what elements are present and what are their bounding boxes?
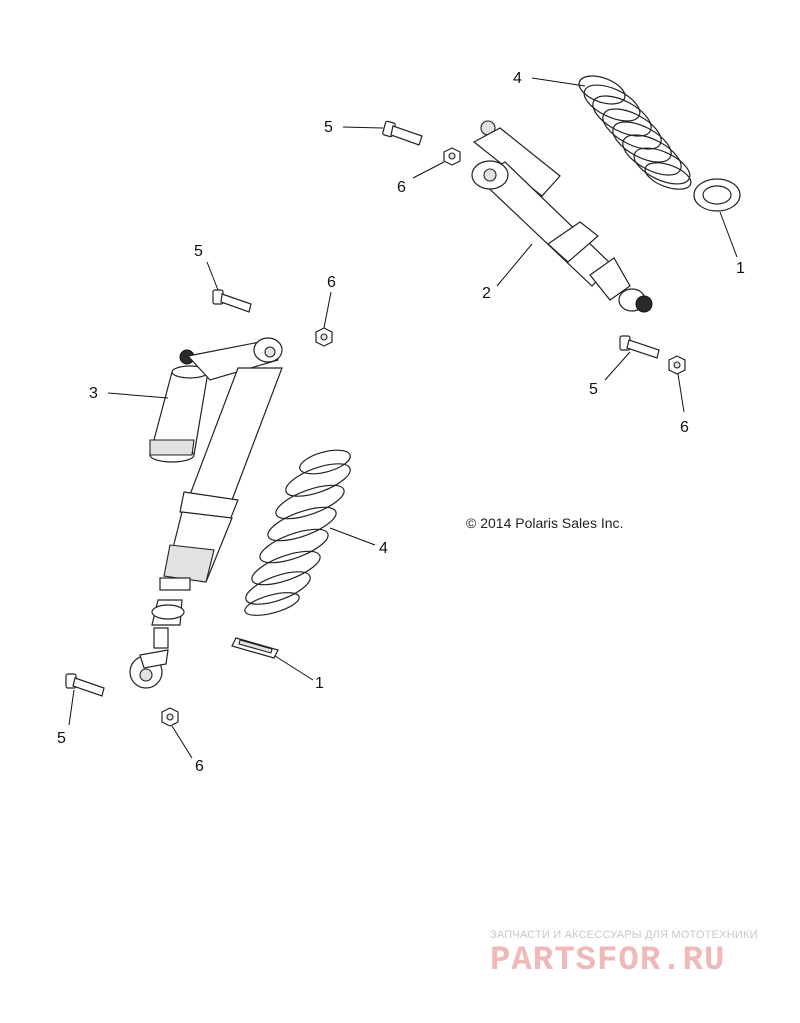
top-retainer-ring bbox=[693, 178, 741, 212]
left-spring bbox=[244, 449, 351, 616]
top-shock-absorber bbox=[471, 120, 653, 313]
callout-left-shock: 3 bbox=[89, 385, 98, 402]
callout-left-spring: 4 bbox=[379, 540, 388, 557]
callout-numbers: 4 5 6 1 2 5 6 5 6 3 4 1 5 6 bbox=[57, 70, 745, 775]
copyright-notice: © 2014 Polaris Sales Inc. bbox=[466, 515, 624, 531]
middle-bolt bbox=[212, 289, 252, 313]
callout-bottom-bolt: 5 bbox=[57, 730, 66, 747]
left-shock-absorber bbox=[129, 337, 283, 689]
bottom-bolt bbox=[65, 673, 105, 697]
leader-lines bbox=[68, 77, 738, 759]
top-spring bbox=[578, 75, 692, 190]
callout-left-retainer: 1 bbox=[315, 675, 324, 692]
left-retainer-clip bbox=[231, 637, 279, 659]
watermark-logo: PARTSFOR.RU bbox=[490, 942, 726, 980]
top-bolt bbox=[382, 120, 423, 146]
top-nut bbox=[443, 147, 461, 166]
callout-bottom-nut: 6 bbox=[195, 758, 204, 775]
callout-right-bolt: 5 bbox=[589, 381, 598, 398]
watermark-tagline: ЗАПЧАСТИ И АКСЕССУАРЫ ДЛЯ МОТОТЕХНИКИ bbox=[490, 929, 758, 941]
right-nut bbox=[668, 355, 686, 375]
callout-top-shock: 2 bbox=[482, 285, 491, 302]
callout-mid-bolt: 5 bbox=[194, 243, 203, 260]
callout-mid-nut: 6 bbox=[327, 274, 336, 291]
right-bolt bbox=[619, 335, 660, 359]
callout-top-spring: 4 bbox=[513, 70, 522, 87]
callout-top-nut: 6 bbox=[397, 179, 406, 196]
callout-top-bolt: 5 bbox=[324, 119, 333, 136]
middle-nut bbox=[315, 327, 333, 347]
callout-right-nut: 6 bbox=[680, 419, 689, 436]
bottom-nut bbox=[161, 707, 179, 727]
callout-top-retainer: 1 bbox=[736, 260, 745, 277]
